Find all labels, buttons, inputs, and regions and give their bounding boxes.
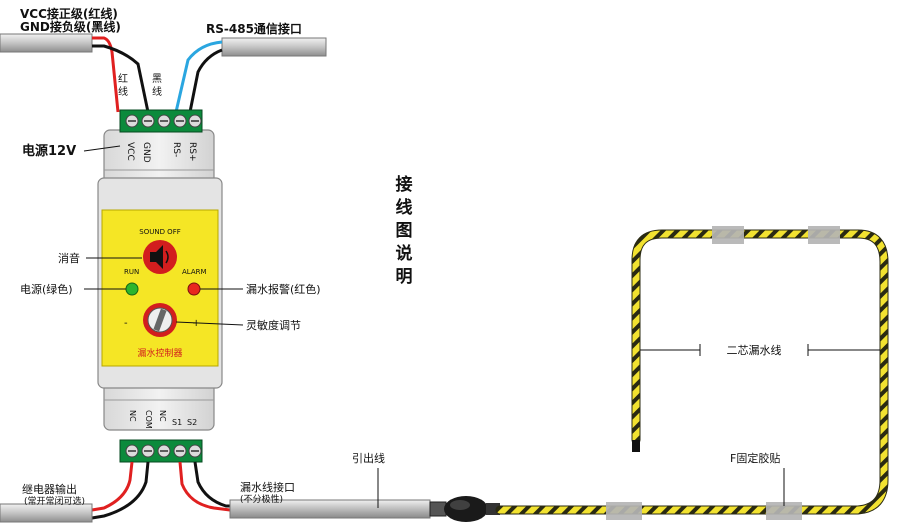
bottom-screw-4 [173,444,187,458]
leak-interface-note: (不分极性) [240,493,283,505]
gnd-note: GND接负级(黑线) [20,19,121,34]
vcc-note: VCC接正级(红线) [20,6,118,21]
terminal-nc-2: NC [158,410,167,422]
two-core-label: 二芯漏水线 [727,343,782,357]
plus-sign: + [192,318,200,329]
alarm-led [187,282,201,296]
relay-output-note: (常开常闭可选) [24,495,85,507]
title-char-2: 线 [396,197,413,218]
leak-alarm-label: 漏水报警(红色) [246,282,321,296]
top-screw-3 [157,114,171,128]
speaker-icon[interactable] [143,240,177,274]
alarm-label: ALARM [182,268,207,276]
mute-label: 消音 [58,251,80,265]
two-core-dimension [640,344,880,356]
red-wire-label-1: 红 [118,72,128,85]
run-label: RUN [124,268,139,276]
leak-detection-cable [495,229,889,515]
black-wire-label-1: 黑 [152,73,162,85]
title-char-1: 接 [396,174,413,195]
bottom-screw-3 [157,444,171,458]
terminal-rs-minus: RS- [171,142,181,157]
terminal-rs-plus: RS+ [187,142,197,162]
bottom-screw-1 [125,444,139,458]
title-char-3: 图 [396,221,413,241]
controller-name: 漏水控制器 [137,347,182,359]
top-terminal-block [119,109,203,133]
black-wire-label-2: 线 [152,85,162,98]
black-wire [92,44,150,113]
leak-interface-label: 漏水线接口 [240,480,295,494]
top-screw-5 [188,114,202,128]
sensitivity-label: 灵敏度调节 [246,318,301,332]
run-led [125,282,139,296]
title-char-4: 说 [396,243,413,264]
sound-off-label: SOUND OFF [139,228,181,236]
red-wire [92,36,120,113]
rs485-label: RS-485通信接口 [206,21,302,36]
power-12v-leader [83,145,121,152]
fixing-tape-bottom-1 [606,502,642,520]
lead-wire-label: 引出线 [352,451,385,465]
black-rs-wire [188,48,223,113]
lead-wire [229,496,500,522]
terminal-nc-1: NC [128,410,137,422]
fixing-tape-bottom-2 [766,502,802,520]
sensitivity-leader [175,321,244,326]
bottom-screw-5 [188,444,202,458]
terminal-s2: S2 [187,418,197,427]
power-12v-label: 电源12V [22,143,76,159]
power-led-label: 电源(绿色) [20,282,73,296]
red-wire-label-2: 线 [118,85,128,98]
top-screw-1 [125,114,139,128]
sensitivity-knob[interactable] [143,303,177,337]
bottom-terminal-block [119,439,203,463]
blue-wire [174,40,223,113]
fixing-tape-label: F固定胶贴 [730,451,780,465]
power-cable [0,33,150,113]
relay-output-label: 继电器输出 [22,482,77,496]
terminal-s1: S1 [172,418,182,427]
terminal-com: COM [144,410,153,429]
terminal-vcc: VCC [125,142,135,161]
bottom-screw-2 [141,444,155,458]
fixing-tape-top-1 [712,226,744,244]
cable-end-cap [632,440,640,452]
top-screw-4 [173,114,187,128]
leak-interface-wires [178,461,231,512]
minus-sign: - [124,318,128,329]
rs485-cable [174,37,327,113]
fixing-tape-top-2 [808,226,840,244]
title-char-5: 明 [396,267,413,287]
terminal-gnd: GND [141,142,151,163]
vertical-title: 接 线 图 说 明 [396,174,413,287]
top-screw-2 [141,114,155,128]
relay-cable [0,461,150,523]
